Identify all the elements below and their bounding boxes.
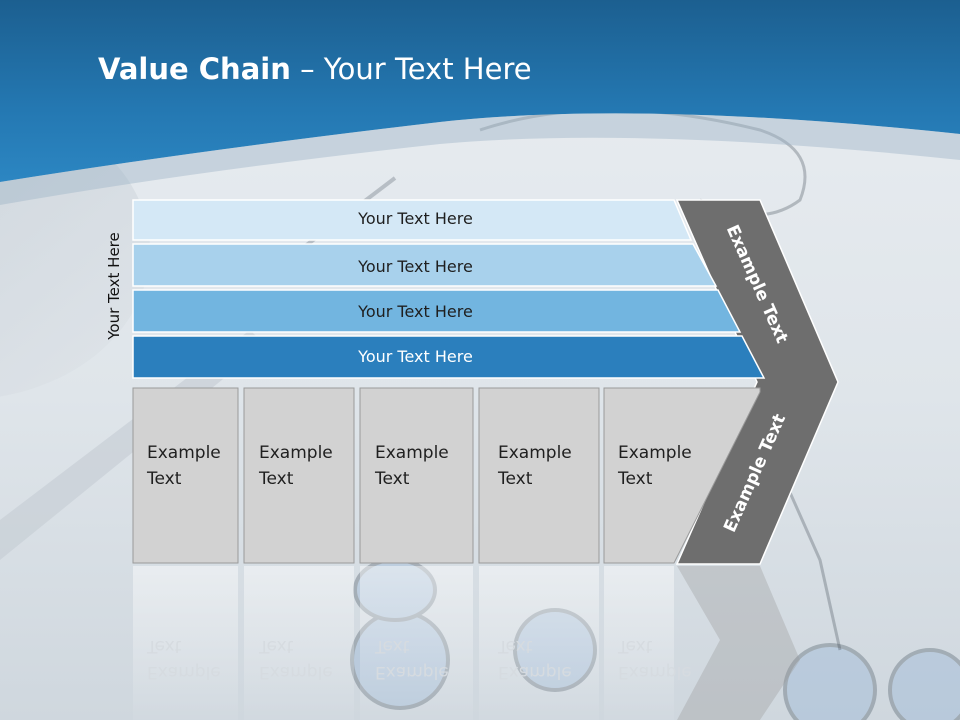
vertical-label: Your Text Here (105, 232, 123, 340)
support-row-4-label: Your Text Here (358, 347, 473, 366)
header-wave (0, 113, 960, 205)
primary-box-4[interactable] (478, 387, 600, 564)
primary-box-1[interactable] (132, 387, 239, 564)
support-row-2-label: Your Text Here (358, 257, 473, 276)
support-row-4[interactable] (132, 335, 766, 379)
primary-box-3[interactable] (359, 387, 474, 564)
support-row-2[interactable] (132, 243, 718, 287)
support-row-1[interactable] (132, 199, 693, 241)
support-row-3-label: Your Text Here (358, 302, 473, 321)
primary-box-2[interactable] (243, 387, 355, 564)
primary-box-5[interactable] (603, 387, 761, 564)
support-row-1-label: Your Text Here (358, 209, 473, 228)
header-band (0, 0, 960, 182)
title-rest: – Your Text Here (290, 52, 532, 86)
support-row-3[interactable] (132, 289, 742, 333)
slide-title: Value Chain – Your Text Here (98, 52, 532, 86)
title-bold: Value Chain (98, 52, 291, 86)
plate-shape (0, 103, 150, 397)
reflection-shapes (133, 566, 800, 720)
